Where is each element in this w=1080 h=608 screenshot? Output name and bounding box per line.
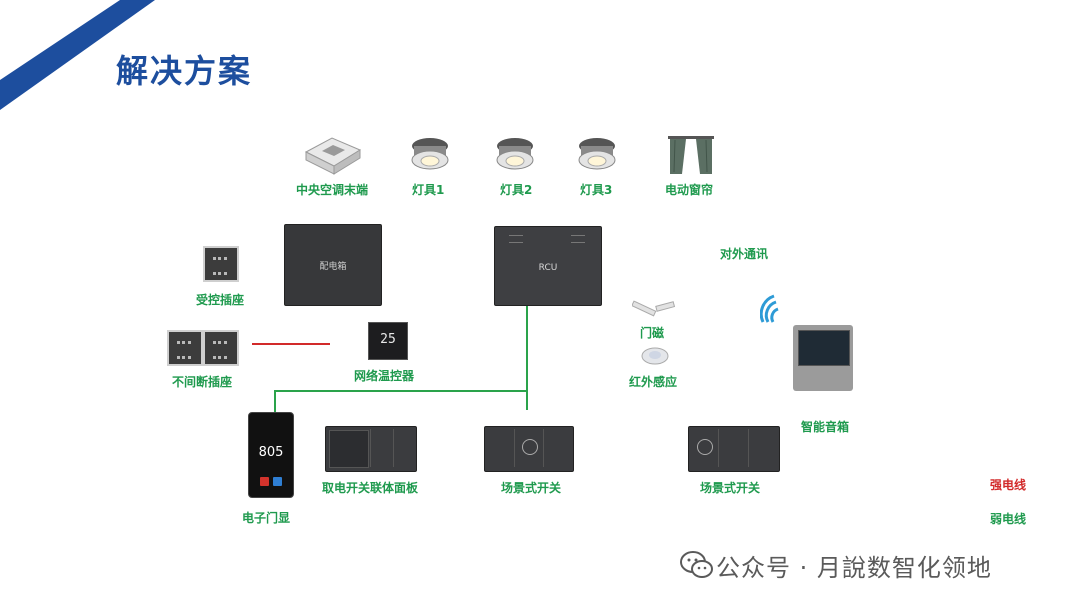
wechat-icon xyxy=(680,551,713,578)
corner-stripe xyxy=(0,0,155,110)
socket-holes xyxy=(213,257,227,275)
socket-holes xyxy=(177,341,191,359)
rcu-vent-right xyxy=(571,235,585,243)
strong-wire-line xyxy=(252,343,330,345)
scene-knob xyxy=(697,439,713,455)
panel-divider xyxy=(393,429,394,467)
page-title: 解决方案 xyxy=(116,52,253,90)
wire-bus-to-display xyxy=(274,390,276,414)
door-display: 805 xyxy=(248,412,294,498)
door-sensor-icon xyxy=(632,300,676,317)
card-switch-label: 取电开关联体面板 xyxy=(322,481,419,495)
ac-unit-icon xyxy=(304,137,362,175)
lamp2-label: 灯具2 xyxy=(500,183,533,197)
service-indicator xyxy=(273,477,282,486)
smart-speaker xyxy=(793,325,853,391)
thermostat-label: 网络温控器 xyxy=(354,369,415,383)
wire-rcu-down xyxy=(526,304,528,410)
legend-weak-wire: 弱电线 xyxy=(990,512,1027,526)
scene-switch-2 xyxy=(688,426,780,472)
card-slot xyxy=(329,430,369,468)
scene-switch-1 xyxy=(484,426,574,472)
thermostat: 25 xyxy=(368,322,408,360)
panel-divider xyxy=(370,429,371,467)
thermostat-reading: 25 xyxy=(380,332,396,347)
ac-unit-label: 中央空调末端 xyxy=(296,183,369,197)
uninterrupted-socket-left xyxy=(167,330,203,366)
wire-bus-horizontal xyxy=(274,390,528,392)
lamp2-icon xyxy=(496,138,534,170)
panel-divider xyxy=(543,429,544,467)
ir-sensor-icon xyxy=(641,347,669,365)
rcu-vent-left xyxy=(509,235,523,243)
rcu-box: RCU xyxy=(494,226,602,306)
dnd-indicator xyxy=(260,477,269,486)
scene-switch-1-label: 场景式开关 xyxy=(501,481,562,495)
watermark-text: 公众号 · 月說数智化领地 xyxy=(716,554,992,582)
wifi-icon xyxy=(760,294,779,323)
uninterrupted-socket-right xyxy=(203,330,239,366)
ir-sensor-label: 红外感应 xyxy=(629,375,678,389)
uninterrupted-socket-label: 不间断插座 xyxy=(172,375,233,389)
legend-strong-wire: 强电线 xyxy=(990,478,1027,492)
external-comm-label: 对外通讯 xyxy=(720,247,769,261)
lamp3-icon xyxy=(578,138,616,170)
rcu-label: RCU xyxy=(538,263,558,273)
scene-knob xyxy=(522,439,538,455)
lamp3-label: 灯具3 xyxy=(580,183,613,197)
curtain-label: 电动窗帘 xyxy=(665,183,714,197)
distribution-box-label: 配电箱 xyxy=(319,262,347,272)
curtain-icon xyxy=(668,136,714,174)
scene-switch-2-label: 场景式开关 xyxy=(700,481,761,495)
lamp1-icon xyxy=(411,138,449,170)
panel-divider xyxy=(514,429,515,467)
door-sensor-label: 门磁 xyxy=(640,326,665,340)
controlled-socket xyxy=(203,246,239,282)
distribution-box: 配电箱 xyxy=(284,224,382,306)
smart-speaker-label: 智能音箱 xyxy=(801,420,850,434)
door-number: 805 xyxy=(258,445,284,460)
panel-divider xyxy=(718,429,719,467)
socket-holes xyxy=(213,341,227,359)
smart-speaker-screen xyxy=(798,330,850,366)
door-display-label: 电子门显 xyxy=(242,511,291,525)
card-switch-panel xyxy=(325,426,417,472)
controlled-socket-label: 受控插座 xyxy=(196,293,245,307)
lamp1-label: 灯具1 xyxy=(412,183,445,197)
panel-divider xyxy=(748,429,749,467)
